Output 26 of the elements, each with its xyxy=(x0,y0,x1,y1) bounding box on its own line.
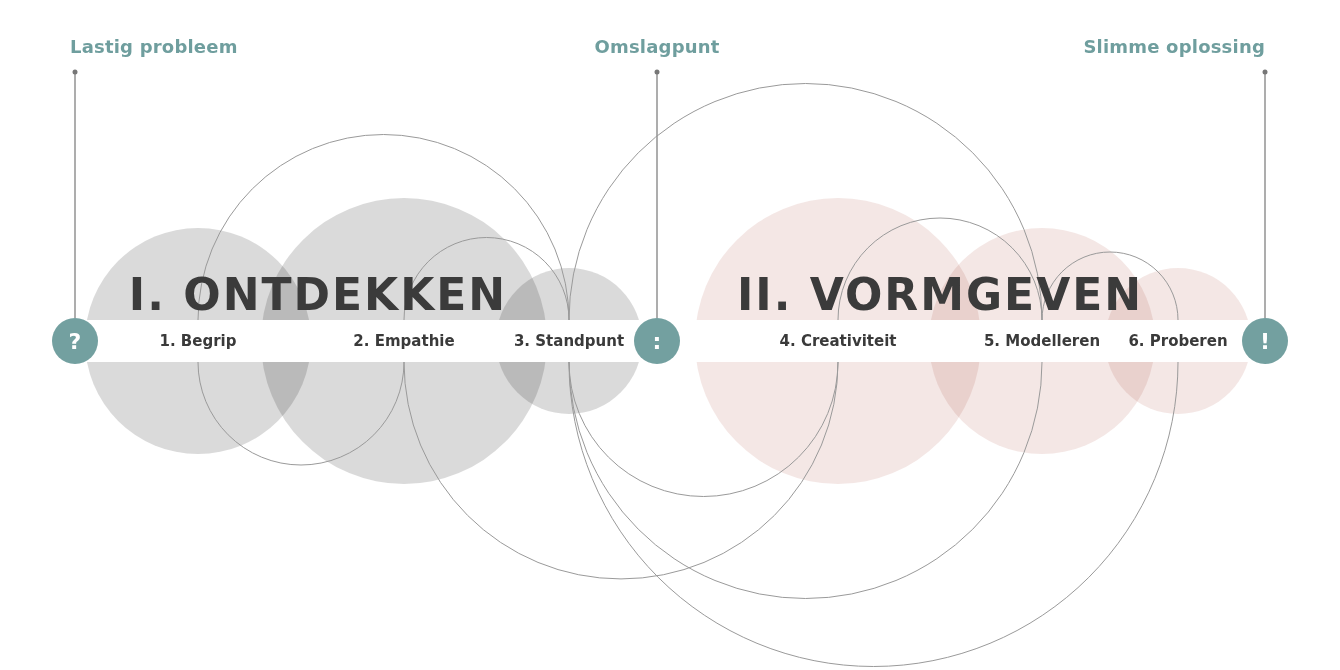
connector-arc xyxy=(568,361,839,497)
milestone-marker: ! xyxy=(1242,318,1288,364)
leader-line xyxy=(654,69,660,319)
connector-arc xyxy=(837,217,1043,321)
step-label: 3. Standpunt xyxy=(509,320,629,362)
step-label: 1. Begrip xyxy=(155,320,241,362)
step-label: 5. Modelleren xyxy=(979,320,1105,362)
stage-label: Omslagpunt xyxy=(594,36,720,66)
connector-arc xyxy=(568,361,1043,599)
step-label: 6. Proberen xyxy=(1124,320,1232,362)
phase-heading: I. ONTDEKKEN xyxy=(128,270,508,320)
milestone-marker: ? xyxy=(52,318,98,364)
leader-line xyxy=(1262,69,1268,319)
phase-heading: II. VORMGEVEN xyxy=(736,270,1144,320)
stage-label: Lastig probleem xyxy=(70,36,238,66)
stage-label: Slimme oplossing xyxy=(1083,36,1265,66)
connector-arc xyxy=(197,361,405,466)
leader-line xyxy=(72,69,78,319)
connector-arc xyxy=(403,361,839,580)
connector-arc xyxy=(197,134,570,321)
connector-arc xyxy=(1041,251,1179,321)
step-label: 2. Empathie xyxy=(349,320,459,362)
connector-arc xyxy=(403,237,570,321)
connector-arc xyxy=(568,83,1043,321)
connector-arc xyxy=(568,361,1179,667)
step-label: 4. Creativiteit xyxy=(775,320,901,362)
